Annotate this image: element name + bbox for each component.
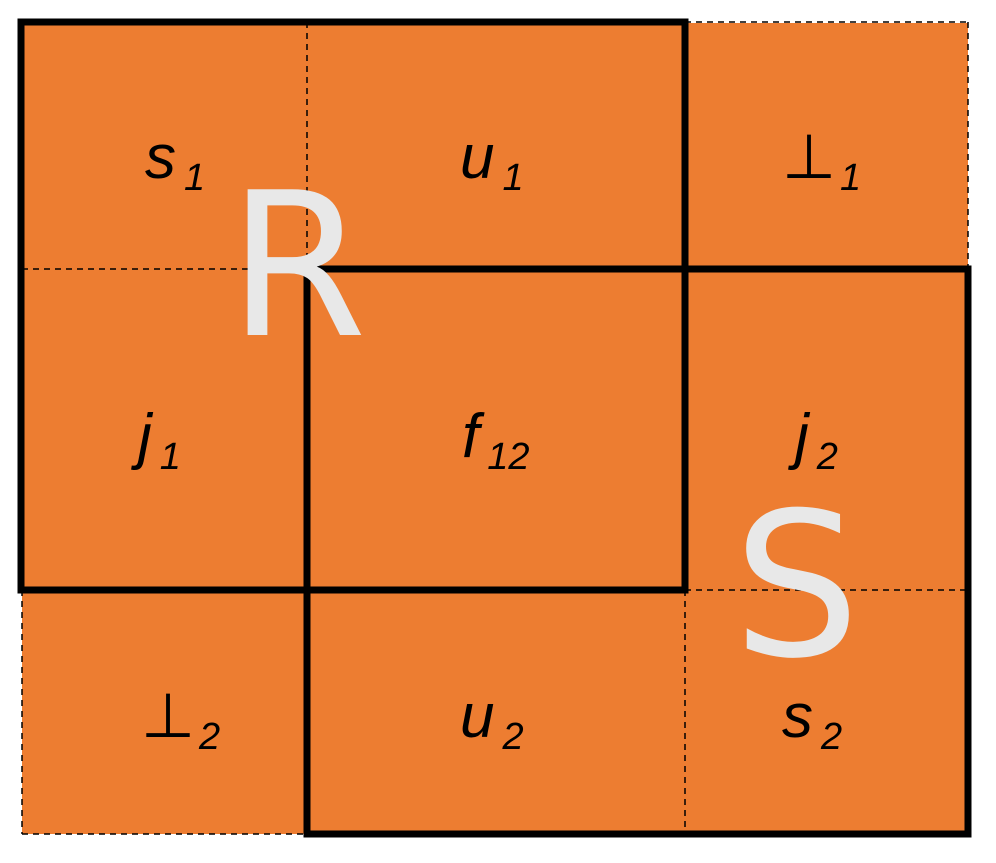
relation-r-label: R: [228, 150, 367, 383]
cell-s1-fill: [22, 23, 307, 269]
cell-bot2-fill: [22, 590, 307, 834]
cell-u2-fill: [307, 590, 685, 834]
cell-fills: [22, 23, 968, 834]
cell-j2-fill: [685, 269, 968, 590]
dashed-dividers: [21, 21, 969, 835]
cell-u1-fill: [307, 23, 685, 269]
relation-s-label: S: [733, 470, 860, 703]
cell-bot1-fill: [685, 23, 968, 269]
cell-s2-fill: [685, 590, 968, 834]
cell-j1-fill: [22, 269, 307, 590]
relation-s-border: [303, 265, 972, 838]
cell-label-bot2: ⊥2: [141, 682, 220, 758]
relation-r-border: [17, 18, 689, 594]
cell-label-bot1: ⊥1: [782, 123, 861, 199]
cell-f12-fill: [307, 269, 685, 590]
